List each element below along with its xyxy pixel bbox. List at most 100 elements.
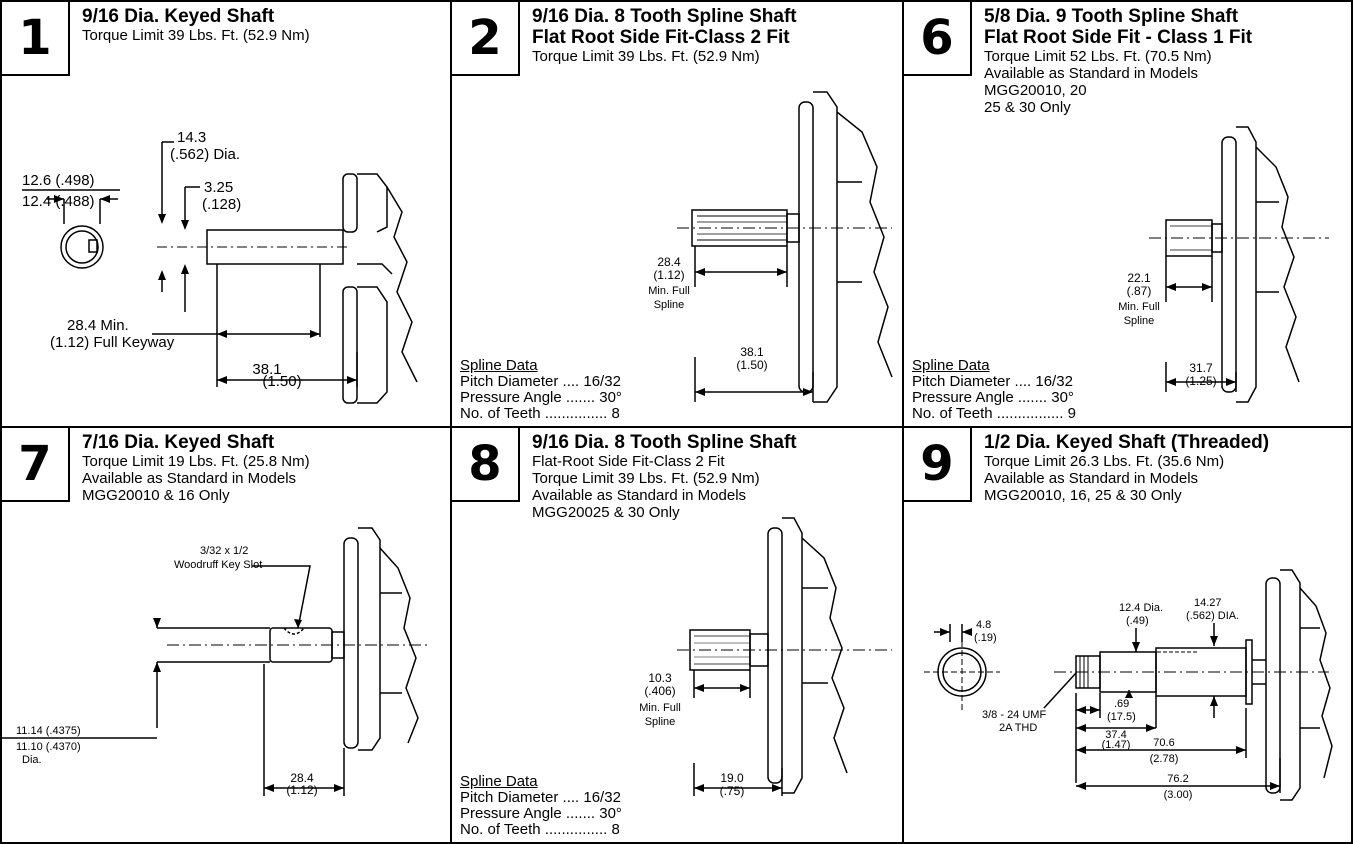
dim-label: 22.1 bbox=[1127, 271, 1151, 285]
panel-subtitle: MGG20010 & 16 Only bbox=[82, 487, 230, 504]
spline-data: Spline Data Pitch Diameter .... 16/32 Pr… bbox=[912, 358, 1076, 422]
panel-number: 7 bbox=[2, 428, 70, 502]
panel-subtitle: MGG20025 & 30 Only bbox=[532, 504, 680, 521]
panel-2: 2 9/16 Dia. 8 Tooth Spline Shaft Flat Ro… bbox=[452, 2, 902, 426]
panel-subtitle: Torque Limit 52 Lbs. Ft. (70.5 Nm) bbox=[984, 48, 1212, 65]
dim-label: 38.1 bbox=[740, 345, 764, 359]
dim-label: Spline bbox=[1124, 315, 1155, 327]
panel-subtitle: MGG20010, 16, 25 & 30 Only bbox=[984, 487, 1182, 504]
spline-row: Pitch Diameter .... 16/32 bbox=[912, 373, 1073, 390]
dim-label: (.562) DIA. bbox=[1186, 610, 1239, 622]
panel-subtitle: Torque Limit 39 Lbs. Ft. (52.9 Nm) bbox=[532, 470, 760, 487]
dim-label: .69 bbox=[1114, 698, 1129, 710]
panel-subtitle: Available as Standard in Models bbox=[82, 470, 297, 487]
dim-label: 12.4 (.488) bbox=[22, 193, 95, 210]
panel-title: Flat Root Side Fit - Class 1 Fit bbox=[984, 27, 1253, 48]
spline-row: No. of Teeth ............... 8 bbox=[460, 405, 620, 422]
spline-row: Pressure Angle ....... 30° bbox=[912, 389, 1074, 406]
panel-subtitle: MGG20010, 20 bbox=[984, 82, 1087, 99]
dim-label: Woodruff Key Slot bbox=[174, 559, 262, 571]
shaft-drawing: 4.8 (.19) 12.4 Dia. (.49) 14.27 (.562) D… bbox=[924, 569, 1333, 801]
panel-subtitle: Torque Limit 26.3 Lbs. Ft. (35.6 Nm) bbox=[984, 453, 1225, 470]
dim-label: 11.10 (.4370) bbox=[16, 741, 81, 753]
panel-header: 9/16 Dia. Keyed Shaft Torque Limit 39 Lb… bbox=[82, 6, 446, 44]
panel-number: 9 bbox=[904, 428, 972, 502]
panel-title: 7/16 Dia. Keyed Shaft bbox=[82, 432, 275, 453]
dim-label: 3.25 bbox=[204, 179, 233, 196]
dim-label: (1.12) bbox=[653, 268, 684, 282]
panel-subtitle: Available as Standard in Models bbox=[984, 470, 1199, 487]
panel-subtitle: Available as Standard in Models bbox=[532, 487, 747, 504]
panel-title: 1/2 Dia. Keyed Shaft (Threaded) bbox=[984, 432, 1270, 453]
dim-label: 11.14 (.4375) bbox=[16, 725, 81, 737]
dim-label: 37.4 bbox=[1105, 729, 1126, 741]
panel-subtitle: Torque Limit 39 Lbs. Ft. (52.9 Nm) bbox=[82, 27, 310, 44]
dim-label: (17.5) bbox=[1107, 711, 1136, 723]
dim-label: 19.0 bbox=[720, 771, 744, 785]
spline-heading: Spline Data bbox=[460, 357, 538, 374]
panel-title: Flat Root Side Fit-Class 2 Fit bbox=[532, 27, 790, 48]
panel-number: 8 bbox=[452, 428, 520, 502]
dim-label: (.562) Dia. bbox=[170, 146, 240, 163]
dim-label: 10.3 bbox=[648, 671, 672, 685]
dim-label: (.75) bbox=[720, 784, 745, 798]
spline-row: Pitch Diameter .... 16/32 bbox=[460, 789, 621, 806]
grid-divider bbox=[2, 426, 1351, 428]
shaft-drawing: 22.1 (.87) Min. Full Spline 31.7 (1.25) bbox=[1118, 126, 1329, 403]
panel-title: 5/8 Dia. 9 Tooth Spline Shaft bbox=[984, 6, 1239, 27]
dim-label: 2A THD bbox=[999, 722, 1037, 734]
spline-heading: Spline Data bbox=[912, 357, 990, 374]
panel-9: 9 1/2 Dia. Keyed Shaft (Threaded) Torque… bbox=[904, 428, 1351, 842]
panel-subtitle: Torque Limit 19 Lbs. Ft. (25.8 Nm) bbox=[82, 453, 310, 470]
dim-label: 14.3 bbox=[177, 129, 206, 146]
panel-header: 1/2 Dia. Keyed Shaft (Threaded) Torque L… bbox=[984, 432, 1347, 504]
dim-label: (1.12) bbox=[286, 783, 317, 797]
dim-label: 38.1 bbox=[252, 361, 281, 378]
dim-label: 70.6 bbox=[1153, 737, 1174, 749]
panel-number: 1 bbox=[2, 2, 70, 76]
panel-subtitle: Torque Limit 39 Lbs. Ft. (52.9 Nm) bbox=[532, 48, 760, 65]
grid-divider bbox=[450, 2, 452, 842]
spline-data: Spline Data Pitch Diameter .... 16/32 Pr… bbox=[460, 358, 622, 422]
panel-title: 9/16 Dia. 8 Tooth Spline Shaft bbox=[532, 6, 797, 27]
dim-label: 28.4 bbox=[657, 255, 681, 269]
dim-label: (.128) bbox=[202, 196, 241, 213]
dim-label: 31.7 bbox=[1189, 361, 1213, 375]
dim-label: (.87) bbox=[1127, 284, 1152, 298]
dim-label: Min. Full bbox=[1118, 301, 1160, 313]
dim-label: Dia. bbox=[22, 754, 42, 766]
dim-label: Spline bbox=[654, 299, 685, 311]
shaft-drawing: 3/32 x 1/2 Woodruff Key Slot 11.14 (.437… bbox=[2, 527, 427, 797]
spline-row: Pressure Angle ....... 30° bbox=[460, 805, 622, 822]
panel-header: 5/8 Dia. 9 Tooth Spline Shaft Flat Root … bbox=[984, 6, 1347, 116]
dim-label: (.19) bbox=[974, 632, 997, 644]
panel-1: 1 9/16 Dia. Keyed Shaft Torque Limit 39 … bbox=[2, 2, 450, 426]
dim-label: (1.25) bbox=[1185, 374, 1216, 388]
panel-number: 6 bbox=[904, 2, 972, 76]
spline-heading: Spline Data bbox=[460, 773, 538, 790]
dim-label: (.406) bbox=[644, 684, 675, 698]
panel-header: 9/16 Dia. 8 Tooth Spline Shaft Flat Root… bbox=[532, 6, 898, 65]
dim-label: 14.27 bbox=[1194, 597, 1222, 609]
spline-data: Spline Data Pitch Diameter .... 16/32 Pr… bbox=[460, 774, 622, 838]
panel-8: 8 9/16 Dia. 8 Tooth Spline Shaft Flat-Ro… bbox=[452, 428, 902, 842]
dim-label: (2.78) bbox=[1150, 753, 1179, 765]
dim-label: 3/8 - 24 UMF bbox=[982, 709, 1046, 721]
dim-label: Min. Full bbox=[639, 702, 681, 714]
dim-label: Spline bbox=[645, 716, 676, 728]
shaft-drawing: 28.4 (1.12) Min. Full Spline 38.1 (1.50) bbox=[648, 91, 893, 403]
dim-label: 28.4 Min. bbox=[67, 317, 129, 334]
shaft-drawing: 10.3 (.406) Min. Full Spline 19.0 (.75) bbox=[639, 517, 892, 798]
spline-row: No. of Teeth ............... 8 bbox=[460, 821, 620, 838]
dim-label: (1.12) Full Keyway bbox=[50, 334, 175, 351]
panel-subtitle: Available as Standard in Models bbox=[984, 65, 1199, 82]
dim-label: (.49) bbox=[1126, 615, 1149, 627]
dim-label: (3.00) bbox=[1164, 789, 1193, 801]
dim-label: 4.8 bbox=[976, 619, 991, 631]
panel-7: 7 7/16 Dia. Keyed Shaft Torque Limit 19 … bbox=[2, 428, 450, 842]
panel-header: 7/16 Dia. Keyed Shaft Torque Limit 19 Lb… bbox=[82, 432, 446, 504]
panel-header: 9/16 Dia. 8 Tooth Spline Shaft Flat-Root… bbox=[532, 432, 898, 521]
dim-label: Min. Full bbox=[648, 285, 690, 297]
panel-title: 9/16 Dia. Keyed Shaft bbox=[82, 6, 275, 27]
